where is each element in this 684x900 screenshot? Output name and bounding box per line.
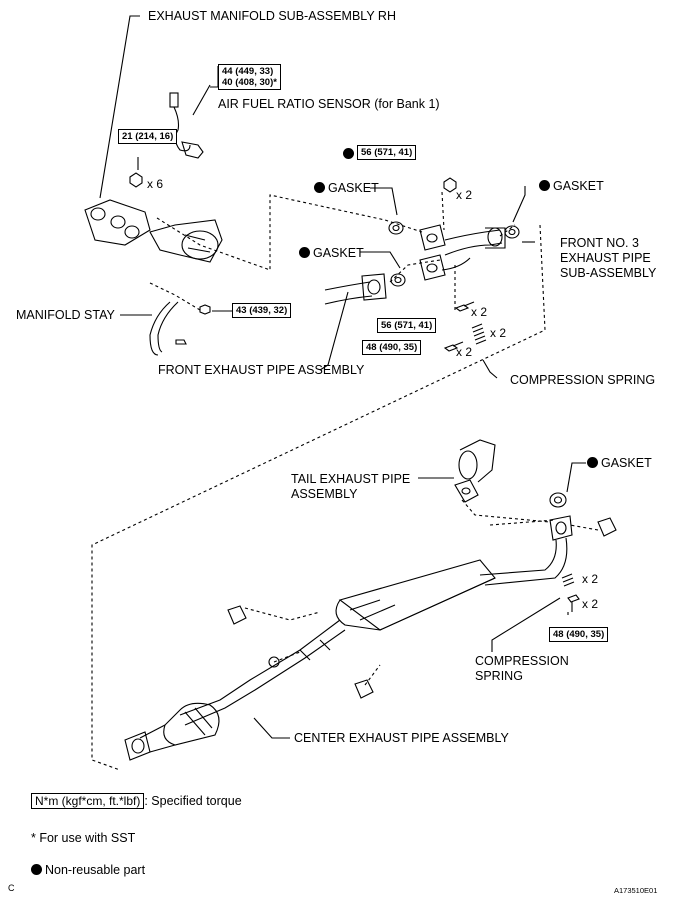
lower-bolt xyxy=(454,301,475,312)
non-reusable-dot xyxy=(587,457,598,468)
compression-label-line1: COMPRESSION xyxy=(475,654,569,668)
gasket-lower-text: GASKET xyxy=(313,246,364,260)
manifold-stay xyxy=(149,301,211,356)
upper-nut-qty: x 2 xyxy=(456,188,473,202)
gasket-tail-text: GASKET xyxy=(601,456,652,470)
center-exhaust-pipe xyxy=(124,515,573,761)
rubber-hanger xyxy=(597,517,617,537)
compression-spring-label: COMPRESSION SPRING xyxy=(510,373,656,387)
non-reusable-dot xyxy=(299,247,310,258)
legend-torque-text: : Specified torque xyxy=(144,794,242,808)
legend-non-reusable-text: Non-reusable part xyxy=(45,863,146,877)
gasket-lower xyxy=(390,273,406,287)
front-exhaust-label: FRONT EXHAUST PIPE ASSEMBLY xyxy=(158,363,365,377)
rubber-hanger xyxy=(354,679,374,699)
front-no3-label-line3: SUB-ASSEMBLY xyxy=(560,266,657,280)
gasket-right-text: GASKET xyxy=(553,179,604,193)
gasket-right-label: GASKET xyxy=(539,179,604,193)
air-fuel-ratio-sensor xyxy=(169,92,204,159)
front-compression-spring xyxy=(471,323,487,345)
assembly-dashed-lines xyxy=(91,191,599,771)
front-no3-label-line1: FRONT NO. 3 xyxy=(560,236,639,250)
upper-nut xyxy=(443,177,457,193)
front-spring-bolt xyxy=(443,341,464,352)
front-exhaust-pipe xyxy=(324,273,387,305)
manifold-rh-label: EXHAUST MANIFOLD SUB-ASSEMBLY RH xyxy=(148,9,396,23)
lower-bolt-qty: x 2 xyxy=(471,305,488,319)
gasket-tail xyxy=(549,492,567,508)
tail-exhaust-label-line2: ASSEMBLY xyxy=(291,487,358,501)
front-spring-bolt-qty: x 2 xyxy=(456,345,473,359)
figure-id: A173510E01 xyxy=(614,886,658,895)
front-no3-label-line2: EXHAUST PIPE xyxy=(560,251,651,265)
legend-torque-box: N*m (kgf*cm, ft.*lbf) xyxy=(31,793,145,809)
non-reusable-dot xyxy=(31,864,42,875)
stay-bolt-torque: 43 (439, 32) xyxy=(232,303,292,318)
lower-bolt-torque: 56 (571, 41) xyxy=(377,318,437,333)
legend-torque: N*m (kgf*cm, ft.*lbf): Specified torque xyxy=(31,793,242,809)
af-sensor-torque-line1: 44 (449, 33) xyxy=(222,66,274,77)
front-spring-bolt-torque: 48 (490, 35) xyxy=(362,340,422,355)
gasket-tail-label: GASKET xyxy=(587,456,652,470)
manifold-stay-label: MANIFOLD STAY xyxy=(16,308,115,322)
gasket-lower-label: GASKET xyxy=(299,246,364,260)
non-reusable-dot xyxy=(343,148,354,159)
compression-label-line2: SPRING xyxy=(475,669,523,683)
gasket-left xyxy=(388,221,404,235)
tail-spring-bolt-qty: x 2 xyxy=(582,597,599,611)
exhaust-manifold-rh xyxy=(84,199,223,263)
tail-spring-bolt-torque: 48 (490, 35) xyxy=(549,627,609,642)
tail-spring-bolt xyxy=(567,594,580,612)
manifold-nut xyxy=(129,172,143,188)
af-sensor-torque-line2: 40 (408, 30)* xyxy=(222,77,277,88)
corner-letter: C xyxy=(8,883,15,893)
af-sensor-torque: 44 (449, 33) 40 (408, 30)* xyxy=(218,64,281,90)
non-reusable-dot xyxy=(314,182,325,193)
gasket-left-text: GASKET xyxy=(328,181,379,195)
tail-spring-qty: x 2 xyxy=(582,572,599,586)
front-spring-qty: x 2 xyxy=(490,326,507,340)
center-exhaust-label: CENTER EXHAUST PIPE ASSEMBLY xyxy=(294,731,509,745)
upper-nut-torque: 56 (571, 41) xyxy=(357,145,417,160)
tail-exhaust-label-line1: TAIL EXHAUST PIPE xyxy=(291,472,411,486)
manifold-nut-torque: 21 (214, 16) xyxy=(118,129,178,144)
front-no3-exhaust-pipe xyxy=(419,224,506,281)
manifold-nut-qty: x 6 xyxy=(147,177,164,191)
non-reusable-dot xyxy=(539,180,550,191)
legend-sst-note: * For use with SST xyxy=(31,831,136,845)
tail-compression-spring xyxy=(561,573,575,587)
gasket-left-label: GASKET xyxy=(314,181,379,195)
af-sensor-label: AIR FUEL RATIO SENSOR (for Bank 1) xyxy=(218,97,440,111)
legend-non-reusable: Non-reusable part xyxy=(31,863,145,877)
tail-exhaust-pipe xyxy=(454,439,496,503)
rubber-hanger xyxy=(227,605,247,625)
